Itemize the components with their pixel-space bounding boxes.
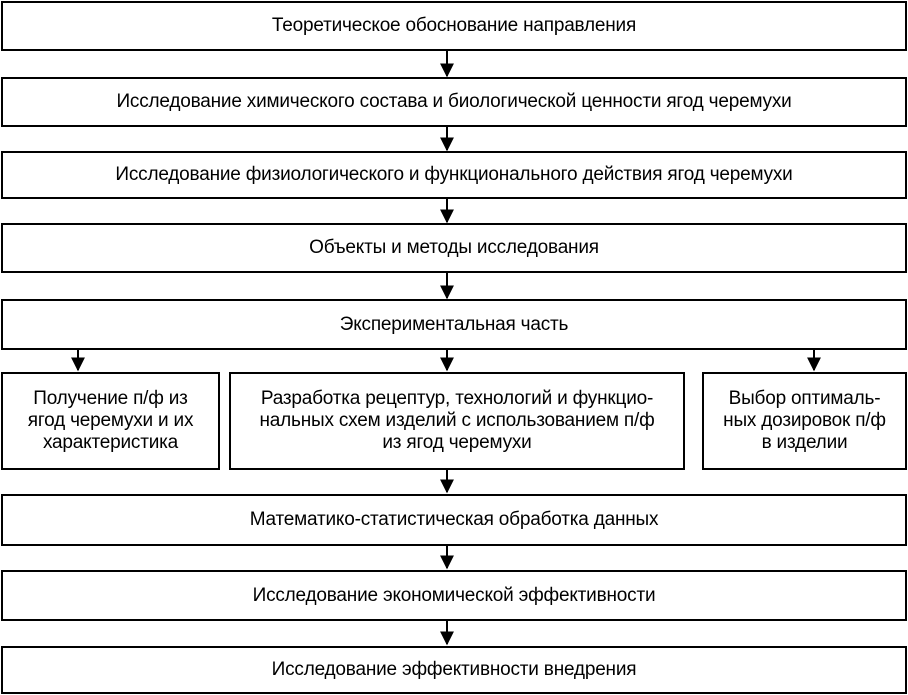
step-physiological-action-label: Исследование физиологического и функцион…: [115, 164, 793, 185]
step-experimental-part-label: Экспериментальная часть: [339, 313, 569, 335]
step-economic-efficiency-label: Исследование экономической эффективности: [252, 584, 656, 606]
branch-semi-product-line1: Получение п/ф из: [33, 388, 188, 409]
step-implementation-efficiency-label: Исследование эффективности внедрения: [271, 659, 637, 680]
step-objects-methods: Объекты и методы исследования: [1, 223, 907, 273]
branch-optimal-dosage-line3: в изделии: [761, 432, 848, 453]
step-chemical-composition-label: Исследование химического состава и биоло…: [116, 91, 792, 112]
step-chemical-composition: Исследование химического состава и биоло…: [1, 77, 907, 127]
step-objects-methods-label: Объекты и методы исследования: [309, 237, 599, 258]
branch-recipe-development: Разработка рецептур, технологий и функци…: [229, 372, 685, 470]
branch-optimal-dosage-line2: ных дозировок п/ф: [723, 410, 886, 431]
branch-optimal-dosage: Выбор оптималь- ных дозировок п/ф в изде…: [702, 372, 907, 470]
branch-semi-product-line3: характеристика: [42, 432, 179, 453]
step-implementation-efficiency: Исследование эффективности внедрения: [1, 646, 907, 694]
step-statistical-processing: Математико-статистическая обработка данн…: [1, 494, 907, 546]
branch-semi-product: Получение п/ф из ягод черемухи и их хара…: [1, 372, 220, 470]
step-theoretical-basis: Теоретическое обоснование направления: [1, 1, 907, 51]
step-statistical-processing-label: Математико-статистическая обработка данн…: [249, 509, 659, 530]
branch-recipe-development-line2: нальных схем изделий с использованием п/…: [259, 410, 655, 431]
branch-optimal-dosage-line1: Выбор оптималь-: [728, 388, 881, 409]
branch-semi-product-line2: ягод черемухи и их: [27, 410, 194, 431]
step-economic-efficiency: Исследование экономической эффективности: [1, 570, 907, 621]
step-experimental-part: Экспериментальная часть: [1, 299, 907, 350]
step-physiological-action: Исследование физиологического и функцион…: [1, 151, 907, 199]
branch-recipe-development-line3: из ягод черемухи: [382, 432, 532, 453]
step-theoretical-basis-label: Теоретическое обоснование направления: [271, 15, 637, 36]
branch-recipe-development-line1: Разработка рецептур, технологий и функци…: [260, 388, 654, 409]
